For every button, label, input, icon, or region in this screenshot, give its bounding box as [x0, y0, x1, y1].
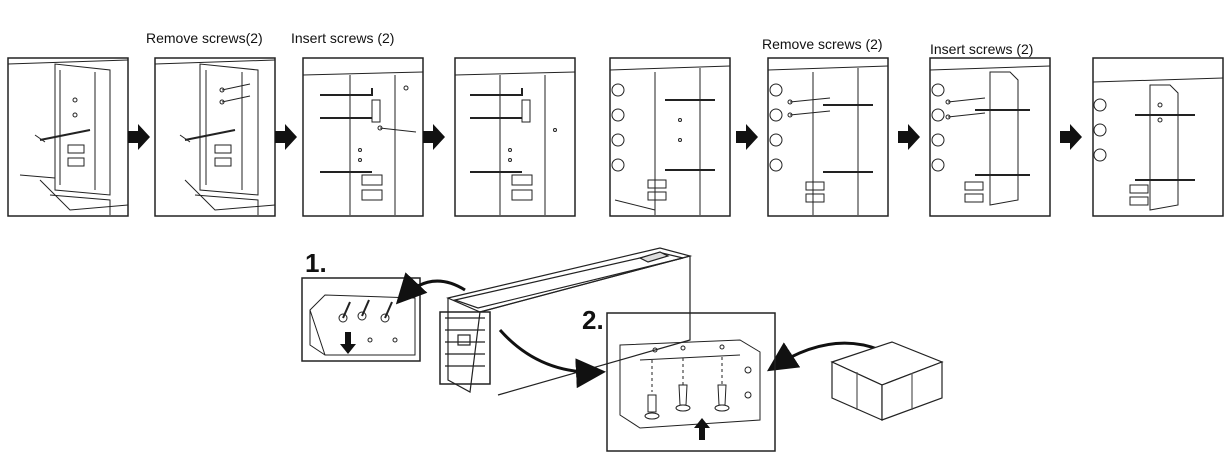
panel-1 — [7, 57, 129, 217]
label-insert-screws-2: Insert screws (2) — [930, 41, 1034, 57]
curved-arrow-to-inset-1 — [395, 272, 466, 305]
arrow-right-icon — [128, 124, 150, 150]
panel-3 — [302, 57, 424, 217]
arrow-right-icon — [898, 124, 920, 150]
arrow-right-icon — [423, 124, 445, 150]
inset-2 — [606, 312, 776, 452]
arrow-right-icon — [736, 124, 758, 150]
arrow-right-icon — [275, 124, 297, 150]
curved-arrow-from-box — [766, 341, 881, 372]
label-remove-screws-1: Remove screws(2) — [146, 30, 263, 46]
panel-5 — [609, 57, 731, 217]
arrow-down-icon — [340, 332, 356, 354]
curved-arrow-to-inset-2 — [498, 329, 606, 389]
label-insert-screws-1: Insert screws (2) — [291, 30, 395, 46]
panel-6 — [767, 57, 889, 217]
arrow-right-icon — [1060, 124, 1082, 150]
panel-8 — [1092, 57, 1224, 217]
inset-1 — [301, 277, 421, 362]
parts-box — [830, 341, 944, 421]
rail-unit — [439, 247, 693, 396]
step-1-number: 1. — [305, 248, 327, 278]
panel-2 — [154, 57, 276, 217]
panel-7 — [929, 57, 1051, 217]
arrow-up-icon — [694, 418, 710, 440]
panel-4 — [454, 57, 576, 217]
step-2-number: 2. — [582, 305, 604, 335]
step-arrows — [128, 124, 1082, 150]
label-remove-screws-2: Remove screws (2) — [762, 36, 883, 52]
